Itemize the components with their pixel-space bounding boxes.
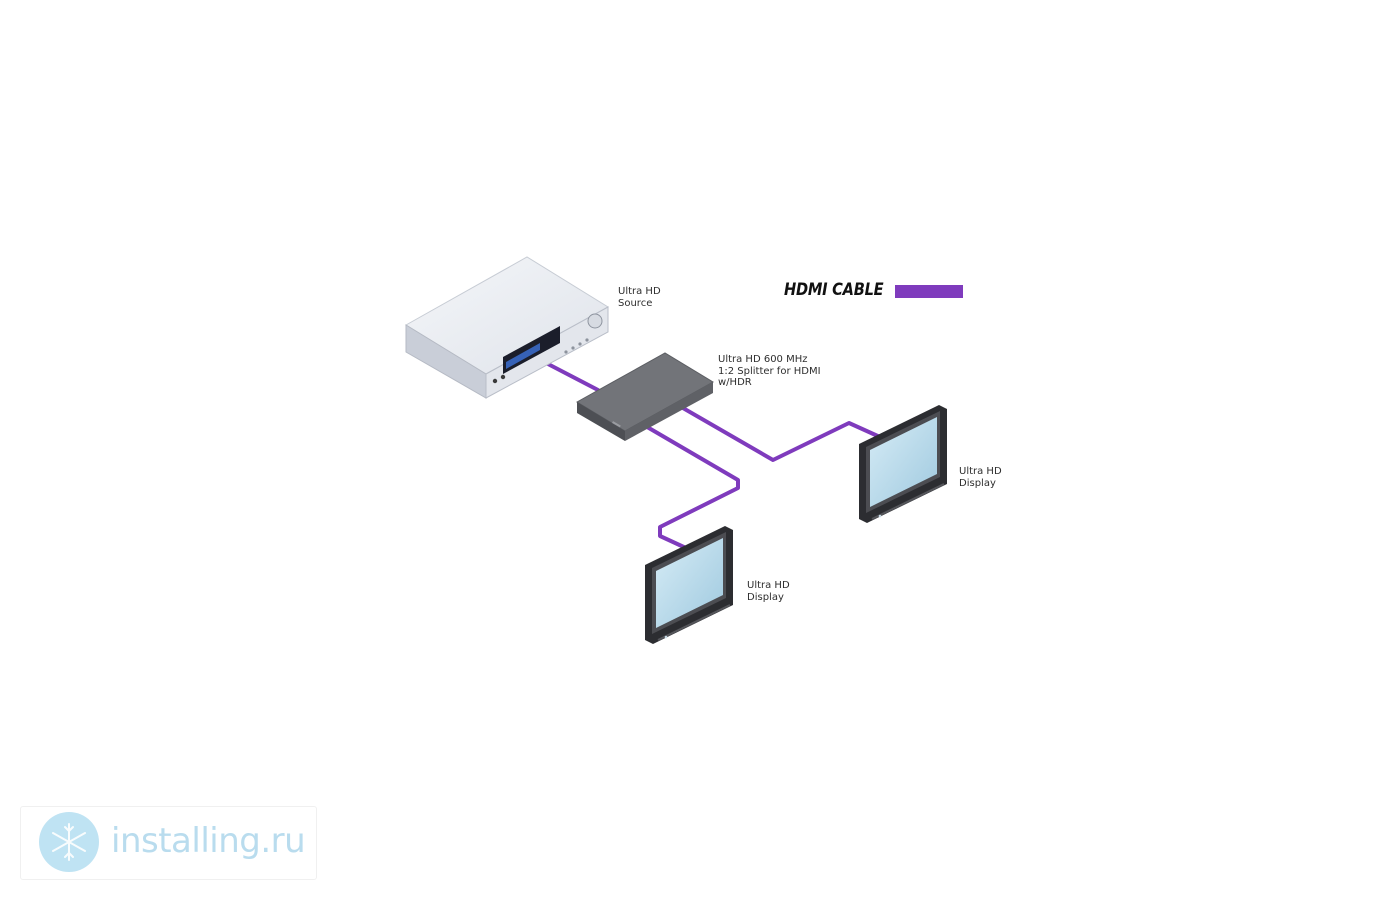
cable-splitter-to-right-display: [674, 402, 882, 462]
right-display-label-line2: Display: [959, 477, 996, 489]
legend-cable-swatch: [895, 285, 963, 298]
bottom-display-label-line1: Ultra HD: [747, 580, 790, 591]
source-label-line2: Source: [618, 297, 653, 309]
bottom-display-label: Ultra HD Display: [747, 580, 790, 603]
splitter-label-line2: 1:2 Splitter for HDMI: [718, 365, 821, 377]
watermark: installing.ru: [20, 806, 317, 880]
watermark-text: installing.ru: [111, 821, 306, 861]
source-label: Ultra HD Source: [618, 286, 661, 309]
right-display-label-line1: Ultra HD: [959, 466, 1002, 477]
right-display-label: Ultra HD Display: [959, 466, 1002, 489]
cable-splitter-to-bottom-display: [640, 422, 740, 550]
splitter-box-icon: [576, 352, 714, 441]
splitter-label-line1: Ultra HD 600 MHz: [718, 354, 808, 365]
legend-title: HDMI CABLE: [784, 280, 884, 300]
snowflake-logo-icon: [39, 812, 99, 872]
media-player-icon: [405, 256, 609, 399]
cable-layer: [546, 362, 882, 550]
splitter-label: Ultra HD 600 MHz 1:2 Splitter for HDMI w…: [718, 354, 821, 389]
source-label-line1: Ultra HD: [618, 286, 661, 297]
bottom-display-label-line2: Display: [747, 591, 784, 603]
splitter-label-line3: w/HDR: [718, 377, 752, 388]
monitor-icon: [859, 405, 947, 523]
cable-source-to-splitter: [546, 362, 600, 392]
monitor-icon: [645, 526, 733, 644]
